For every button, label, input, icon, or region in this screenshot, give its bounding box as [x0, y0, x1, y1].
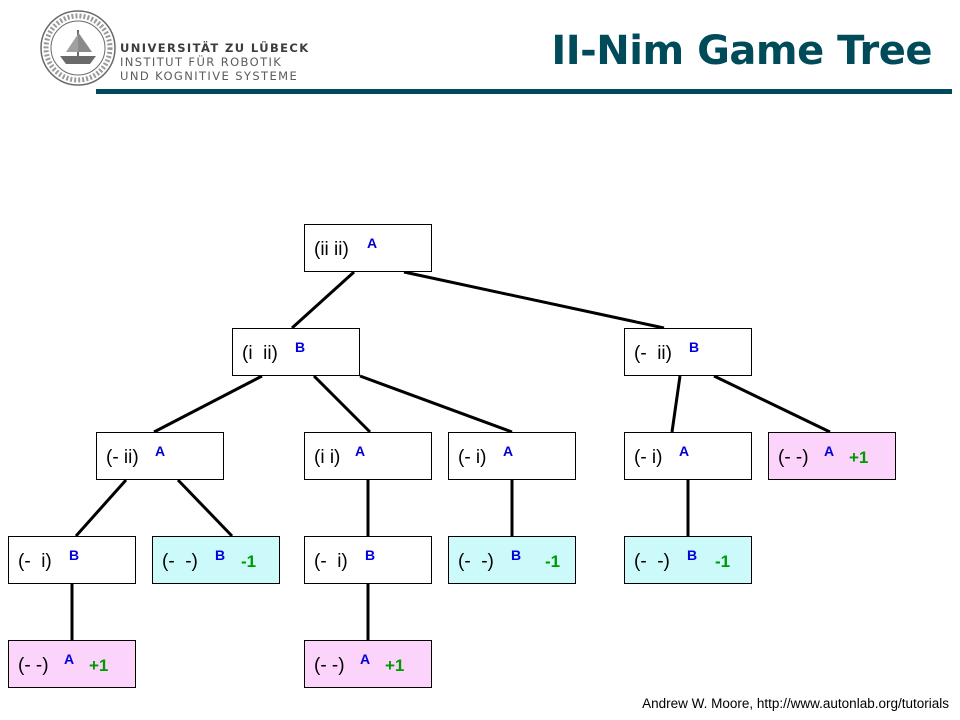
node-state: (- i) — [458, 447, 487, 468]
logo-institute-subtitle: UND KOGNITIVE SYSTEME — [120, 69, 299, 83]
node-value: -1 — [241, 552, 257, 571]
node-player: A — [367, 235, 378, 251]
node-player: A — [679, 443, 690, 459]
tree-edge — [713, 374, 831, 434]
university-seal-icon — [38, 8, 118, 88]
tree-node: (i i) A — [304, 432, 432, 480]
node-player: B — [365, 547, 376, 563]
tree-edge — [403, 270, 665, 330]
tree-node: (- i) B — [8, 536, 136, 584]
node-state: (- ii) — [106, 447, 139, 468]
tree-node: (- ii) B — [624, 328, 752, 376]
tree-node: (- ii) A — [96, 432, 224, 480]
logo-institute-name: INSTITUT FÜR ROBOTIK — [120, 55, 283, 69]
node-player: A — [503, 443, 514, 459]
node-value: +1 — [849, 448, 869, 467]
node-state: (ii ii) — [314, 239, 349, 260]
node-player: B — [69, 547, 80, 563]
node-player: B — [511, 547, 522, 563]
node-value: -1 — [545, 552, 561, 571]
node-state: (i i) — [314, 447, 341, 468]
page-title: II-Nim Game Tree — [551, 28, 932, 74]
node-player: A — [155, 443, 166, 459]
tree-node: (- i) A — [624, 432, 752, 480]
tree-node: (- -) A +1 — [304, 640, 432, 688]
node-state: (- ii) — [634, 343, 672, 364]
title-divider — [96, 89, 952, 94]
tree-edge — [670, 375, 682, 433]
tree-edge — [359, 374, 513, 434]
node-value: -1 — [715, 552, 731, 571]
tree-node: (- -) A +1 — [8, 640, 136, 688]
node-value: +1 — [385, 656, 405, 675]
node-state: (- -) — [778, 447, 809, 468]
node-state: (- -) — [634, 551, 670, 572]
node-state: (- -) — [18, 655, 49, 676]
node-state: (- i) — [634, 447, 663, 468]
node-state: (i ii) — [242, 343, 278, 364]
tree-node: (- i) B — [304, 536, 432, 584]
tree-edge — [176, 478, 234, 538]
tree-node: (ii ii) A — [304, 224, 432, 272]
logo-university-name: UNIVERSITÄT ZU LÜBECK — [120, 41, 310, 55]
tree-node: (- -) B -1 — [152, 536, 280, 584]
node-player: A — [64, 651, 75, 667]
node-state: (- -) — [458, 551, 494, 572]
node-player: B — [689, 339, 700, 355]
node-player: B — [687, 547, 698, 563]
node-state: (- i) — [18, 551, 52, 572]
node-state: (- -) — [314, 655, 345, 676]
source-credit: Andrew W. Moore, http://www.autonlab.org… — [642, 696, 949, 711]
tree-node: (- -) A +1 — [768, 432, 896, 480]
node-player: A — [824, 443, 835, 459]
tree-node: (- i) A — [448, 432, 576, 480]
node-player: A — [360, 651, 371, 667]
node-player: B — [215, 547, 226, 563]
tree-edge — [153, 374, 263, 434]
node-state: (- i) — [314, 551, 348, 572]
node-value: +1 — [89, 656, 109, 675]
node-state: (- -) — [162, 551, 198, 572]
tree-edge — [312, 374, 372, 434]
tree-node: (- -) B -1 — [448, 536, 576, 584]
tree-node: (i ii) B — [232, 328, 360, 376]
tree-edge — [290, 270, 356, 330]
tree-node: (- -) B -1 — [624, 536, 752, 584]
node-player: A — [355, 443, 366, 459]
tree-edge — [74, 479, 128, 537]
node-player: B — [295, 339, 306, 355]
